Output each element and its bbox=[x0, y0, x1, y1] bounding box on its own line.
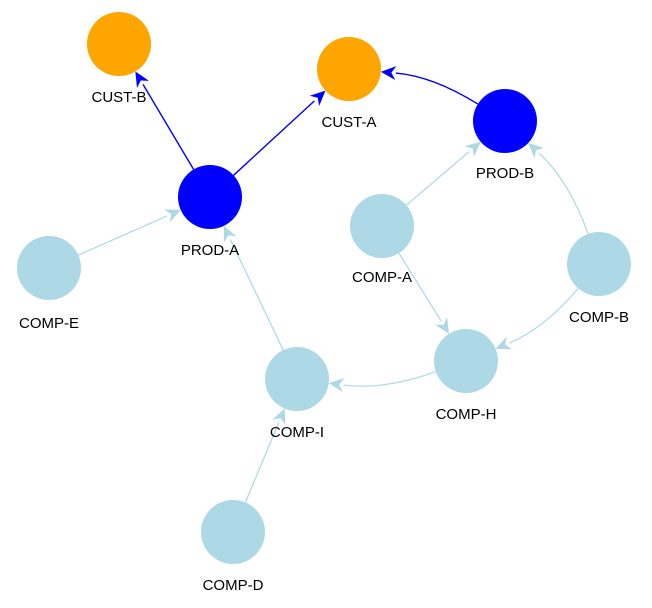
node-comp-b[interactable] bbox=[567, 232, 631, 296]
node-comp-h[interactable] bbox=[434, 329, 498, 393]
node-label-prod-b: PROD-B bbox=[476, 165, 534, 182]
node-prod-b[interactable] bbox=[473, 89, 537, 153]
arrowhead-icon bbox=[328, 378, 345, 393]
node-label-comp-b: COMP-B bbox=[569, 309, 629, 326]
node-label-cust-a: CUST-A bbox=[321, 114, 376, 131]
edge-comp-d-to-comp-i bbox=[244, 422, 280, 503]
arrowhead-icon bbox=[135, 71, 150, 88]
edge-comp-b-to-prod-b bbox=[538, 152, 589, 235]
arrowhead-icon bbox=[495, 336, 513, 350]
edge-comp-a-to-comp-h bbox=[398, 252, 442, 322]
edge-comp-i-to-prod-a bbox=[229, 239, 284, 351]
arrowhead-icon bbox=[223, 225, 237, 243]
edge-prod-b-to-cust-a bbox=[395, 72, 479, 105]
arrowhead-icon bbox=[528, 142, 545, 159]
node-label-prod-a: PROD-A bbox=[181, 242, 239, 259]
arrowhead-icon bbox=[435, 317, 450, 334]
edge-prod-a-to-cust-b bbox=[142, 84, 195, 170]
nodes-layer bbox=[17, 12, 631, 564]
node-cust-b[interactable] bbox=[87, 12, 151, 76]
labels-layer: CUST-B CUST-A PROD-B PROD-A COMP-E COMP-A COMP… bbox=[19, 89, 629, 594]
edge-comp-a-to-prod-b bbox=[405, 151, 470, 206]
node-label-comp-i: COMP-I bbox=[270, 424, 324, 441]
node-cust-a[interactable] bbox=[317, 37, 381, 101]
arrowhead-icon bbox=[309, 90, 326, 106]
edges-layer bbox=[78, 66, 589, 503]
node-comp-i[interactable] bbox=[265, 347, 329, 411]
edge-comp-b-to-comp-h bbox=[509, 287, 579, 344]
node-label-comp-h: COMP-H bbox=[436, 406, 497, 423]
arrowhead-icon bbox=[272, 408, 286, 426]
edge-comp-h-to-comp-i bbox=[343, 371, 437, 387]
edge-comp-e-to-prod-a bbox=[78, 215, 168, 256]
edge-prod-a-to-cust-a bbox=[233, 100, 315, 176]
node-comp-d[interactable] bbox=[201, 500, 265, 564]
node-label-cust-b: CUST-B bbox=[91, 89, 146, 106]
arrowhead-icon bbox=[164, 209, 181, 223]
node-label-comp-a: COMP-A bbox=[352, 269, 412, 286]
node-label-comp-e: COMP-E bbox=[19, 315, 79, 332]
node-comp-a[interactable] bbox=[350, 194, 414, 258]
node-prod-a[interactable] bbox=[178, 165, 242, 229]
node-label-comp-d: COMP-D bbox=[203, 577, 264, 594]
arrowhead-icon bbox=[464, 141, 481, 157]
arrowhead-icon bbox=[380, 66, 397, 81]
node-comp-e[interactable] bbox=[17, 236, 81, 300]
